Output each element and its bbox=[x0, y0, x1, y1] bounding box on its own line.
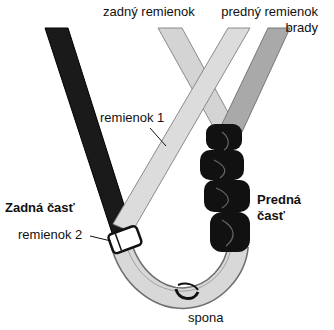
chin-cup-piece bbox=[210, 212, 250, 252]
leader-line bbox=[150, 128, 166, 146]
chin-loop-seam bbox=[126, 244, 231, 291]
chin-cup-folds bbox=[214, 132, 233, 246]
part-label: remienok 2 bbox=[18, 227, 98, 243]
leader-line bbox=[90, 236, 111, 241]
part-label: predný remienok brady bbox=[218, 4, 318, 36]
part-label: spona bbox=[188, 310, 248, 326]
part-label: zadný remienok bbox=[103, 4, 213, 20]
strap-1 bbox=[113, 28, 250, 232]
chin-cup-piece bbox=[206, 124, 242, 150]
region-label: Zadná časť bbox=[5, 200, 100, 216]
part-label: remienok 1 bbox=[100, 110, 180, 126]
buckle bbox=[178, 284, 198, 290]
side-buckle bbox=[107, 225, 142, 254]
region-label: Predná časť bbox=[257, 192, 319, 224]
buckle bbox=[176, 289, 198, 298]
